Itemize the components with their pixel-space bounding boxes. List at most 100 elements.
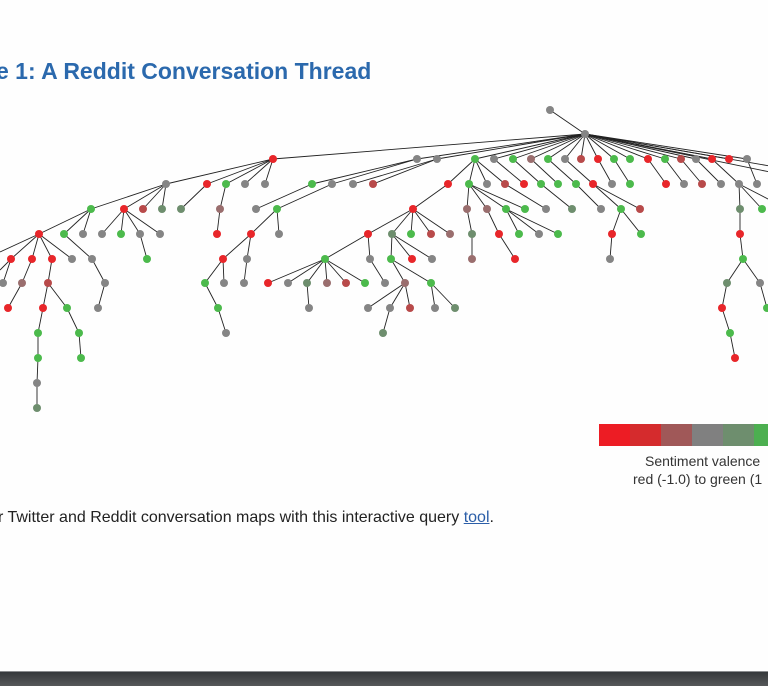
comment-node — [275, 230, 283, 238]
reply-edge — [738, 183, 763, 210]
reply-edge — [547, 158, 577, 185]
reply-edge — [331, 158, 418, 185]
legend-swatch — [599, 424, 630, 446]
reply-edge — [287, 258, 326, 284]
reply-edge — [37, 307, 44, 334]
comment-node — [222, 329, 230, 337]
reply-edge — [63, 208, 92, 235]
reply-edge — [474, 133, 586, 160]
reply-edge — [10, 233, 40, 260]
comment-node — [743, 155, 751, 163]
comment-node — [361, 279, 369, 287]
legend-swatch — [661, 424, 692, 446]
comment-node — [48, 255, 56, 263]
comment-node — [637, 230, 645, 238]
comment-node — [736, 205, 744, 213]
reply-edge — [447, 158, 476, 185]
reply-edge — [38, 233, 53, 260]
comment-node — [39, 304, 47, 312]
reply-edge — [390, 258, 432, 284]
reply-edge — [390, 233, 393, 260]
reply-edge — [505, 208, 520, 235]
reply-edge — [474, 158, 488, 185]
reply-edge — [468, 183, 526, 210]
comment-node — [561, 155, 569, 163]
comment-node — [117, 230, 125, 238]
reply-edge — [584, 133, 615, 160]
reply-edge — [436, 133, 586, 160]
reply-edge — [219, 183, 227, 210]
reply-edge — [324, 258, 347, 284]
comment-node — [0, 279, 7, 287]
comment-node — [490, 155, 498, 163]
comment-node — [220, 279, 228, 287]
reply-edge — [540, 183, 573, 210]
reply-edge — [42, 282, 49, 309]
reply-edge — [611, 208, 622, 235]
comment-node — [401, 279, 409, 287]
reply-edge — [244, 158, 274, 185]
comment-node — [34, 329, 42, 337]
comment-node — [156, 230, 164, 238]
comment-node — [162, 180, 170, 188]
comment-node — [692, 155, 700, 163]
comment-node — [349, 180, 357, 188]
comment-node — [323, 279, 331, 287]
comment-node — [433, 155, 441, 163]
tool-link[interactable]: tool — [463, 509, 490, 526]
comment-node — [502, 205, 510, 213]
comment-node — [366, 255, 374, 263]
comment-node — [214, 304, 222, 312]
reply-edge — [711, 158, 740, 185]
reply-edge — [78, 332, 82, 359]
comment-node — [264, 279, 272, 287]
legend-swatch — [723, 424, 754, 446]
reply-edge — [38, 208, 92, 235]
comment-node — [222, 180, 230, 188]
legend-swatch — [630, 424, 661, 446]
comment-node — [79, 230, 87, 238]
reply-edge — [382, 307, 391, 334]
comment-node — [28, 255, 36, 263]
comment-node — [219, 255, 227, 263]
reply-edge — [225, 158, 274, 185]
legend-title: Sentiment valence — [645, 453, 761, 469]
comment-node — [626, 180, 634, 188]
comment-node — [240, 279, 248, 287]
reply-edge — [91, 258, 106, 284]
reply-edge — [680, 158, 703, 185]
reply-edge — [609, 233, 613, 260]
reply-edge — [512, 133, 586, 160]
reply-edge — [412, 183, 449, 210]
comment-node — [589, 180, 597, 188]
comment-node — [677, 155, 685, 163]
comment-node — [143, 255, 151, 263]
reply-edge — [389, 282, 406, 309]
comment-node — [698, 180, 706, 188]
reply-edge — [90, 183, 167, 210]
reply-edge — [726, 258, 744, 284]
reply-edge — [468, 183, 488, 210]
reply-edge — [530, 133, 586, 160]
comment-node — [379, 329, 387, 337]
reply-edge — [264, 158, 274, 185]
comment-node — [305, 304, 313, 312]
figure-caption: r Twitter and Reddit conversation maps w… — [0, 509, 494, 527]
reply-edge — [276, 208, 280, 235]
comment-node — [520, 180, 528, 188]
reply-edge — [580, 133, 586, 160]
reply-edge — [38, 233, 73, 260]
comment-node — [369, 180, 377, 188]
reply-edge — [505, 208, 540, 235]
comment-node — [617, 205, 625, 213]
reply-edge — [584, 133, 666, 160]
comment-node — [483, 205, 491, 213]
reply-edge — [367, 282, 406, 309]
reply-edge — [272, 133, 586, 160]
reply-edge — [123, 208, 161, 235]
reply-edge — [493, 158, 525, 185]
comment-node — [736, 230, 744, 238]
reply-edge — [584, 133, 748, 160]
comment-node — [753, 180, 761, 188]
comment-node — [581, 130, 589, 138]
